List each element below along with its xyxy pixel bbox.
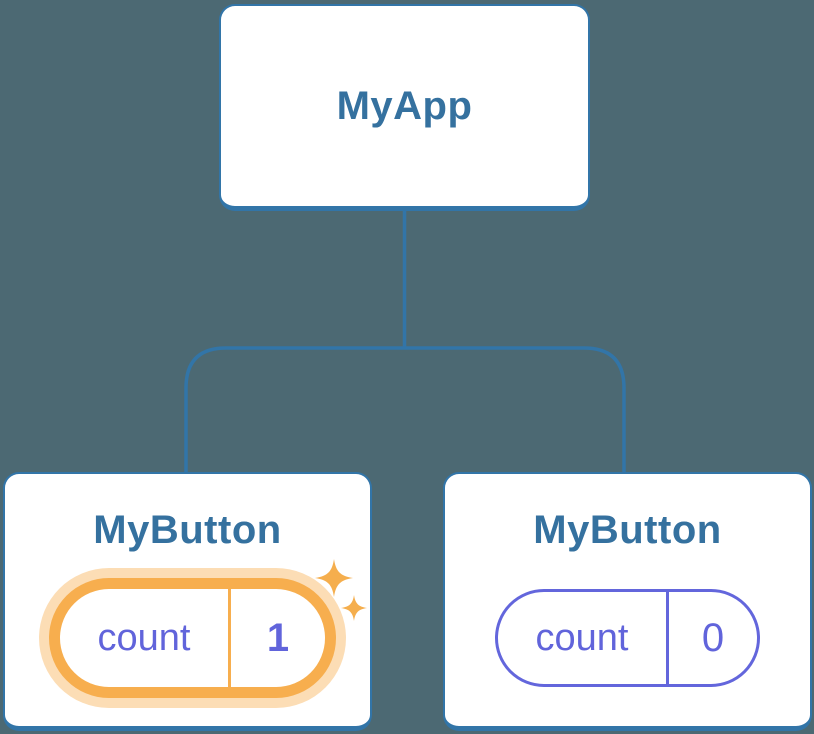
root-node-title: MyApp [336, 83, 473, 128]
state-value: 1 [266, 615, 290, 660]
child-node-title: MyButton [533, 508, 722, 552]
state-value: 0 [701, 615, 725, 660]
child-node-mybutton-right: MyButton count 0 [443, 472, 812, 731]
child-node-title: MyButton [93, 508, 282, 552]
child-node-mybutton-left: MyButton count 1 [3, 472, 372, 731]
state-key-label: count [498, 592, 669, 684]
branch-line [184, 346, 626, 474]
state-pill-highlighted: count 1 [60, 589, 325, 687]
root-node-myapp: MyApp [219, 4, 590, 211]
state-key-label: count [60, 589, 231, 687]
state-pill: count 0 [495, 589, 760, 687]
